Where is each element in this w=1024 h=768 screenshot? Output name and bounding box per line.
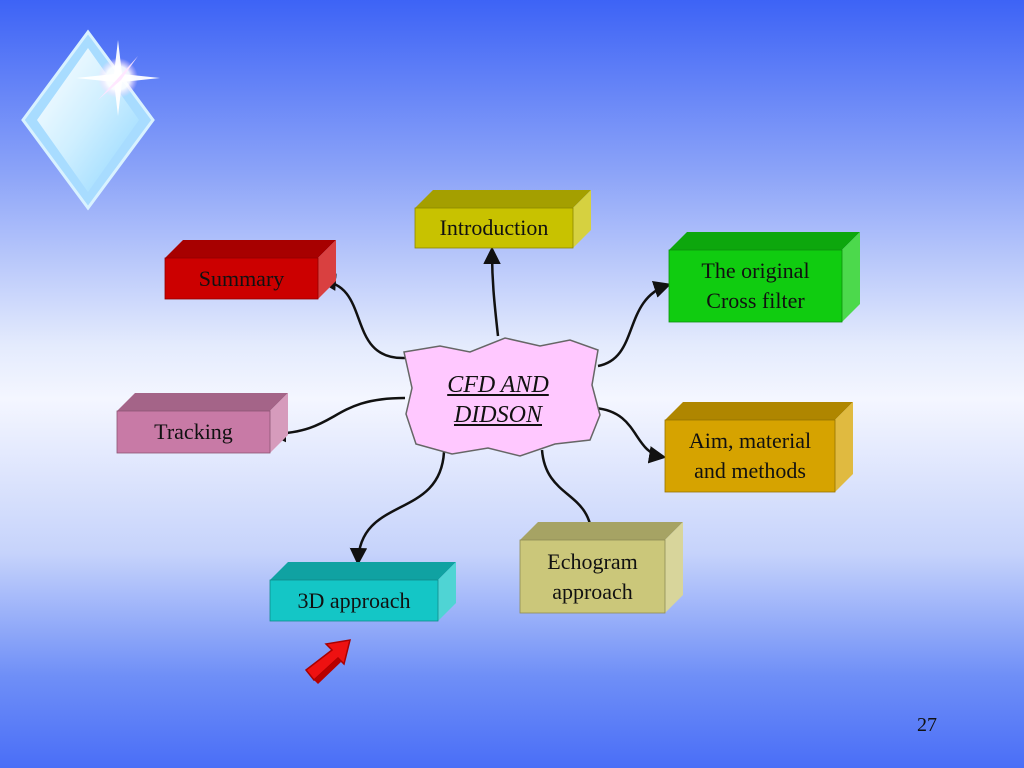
connector-summary [318,273,406,360]
topic-box-echogram-approach-label: Echogram approach [547,548,638,604]
topic-box-introduction[interactable] [414,190,591,249]
connector-3d-approach [349,451,446,566]
connector-introduction [483,246,501,337]
topic-box-original-cross-filter-front-face [668,249,843,323]
topic-box-aim-material-methods-front-face [664,419,836,493]
topic-box-3d-approach-front-face [269,579,439,622]
topic-box-echogram-approach-front-face [519,539,666,614]
topic-box-3d-approach-side-face [438,562,456,621]
topic-box-tracking-side-face [270,393,288,453]
topic-box-summary-label: Summary [198,265,285,291]
connector-tracking [268,396,406,443]
topic-box-echogram-approach-side-face [665,522,683,613]
topic-box-3d-approach-top-face [270,562,456,580]
sparkle-icon [76,40,160,116]
center-topic-shape [403,337,601,457]
topic-box-summary-top-face [165,240,336,258]
topic-box-summary-front-face [164,257,319,300]
topic-box-original-cross-filter-top-face [669,232,860,250]
page-number: 27 [917,714,937,736]
topic-box-aim-material-methods-label: Aim, material and methods [688,428,812,483]
topic-box-introduction-top-face [415,190,591,208]
topic-box-tracking[interactable] [116,393,288,454]
topic-box-echogram-approach-top-face [520,522,683,540]
connector-aim-material-methods [594,406,667,464]
topic-box-original-cross-filter-label: The original Cross filter [701,258,810,313]
topic-box-tracking-top-face [117,393,288,411]
topic-box-aim-material-methods[interactable] [664,402,853,493]
topic-box-summary-side-face [318,240,336,299]
topic-box-introduction-front-face [414,207,574,249]
topic-box-3d-approach-label: 3D approach [297,587,411,613]
topic-box-tracking-front-face [116,410,271,454]
topic-box-aim-material-methods-top-face [665,402,853,420]
topic-box-echogram-approach[interactable] [519,522,683,614]
topic-box-tracking-label: Tracking [154,419,233,444]
topic-box-introduction-side-face [573,190,591,248]
topic-box-introduction-label: Introduction [439,215,549,240]
current-section-pointer-icon [304,639,352,684]
topic-box-3d-approach[interactable] [269,562,456,622]
topic-box-aim-material-methods-side-face [835,402,853,492]
topic-box-summary[interactable] [164,240,336,300]
topic-boxes [116,190,860,622]
connector-original-cross-filter [597,281,672,368]
center-topic-label: CFD AND DIDSON [447,372,549,428]
topic-box-original-cross-filter[interactable] [668,232,860,323]
diamond-logo-icon [21,29,160,211]
topic-box-original-cross-filter-side-face [842,232,860,322]
